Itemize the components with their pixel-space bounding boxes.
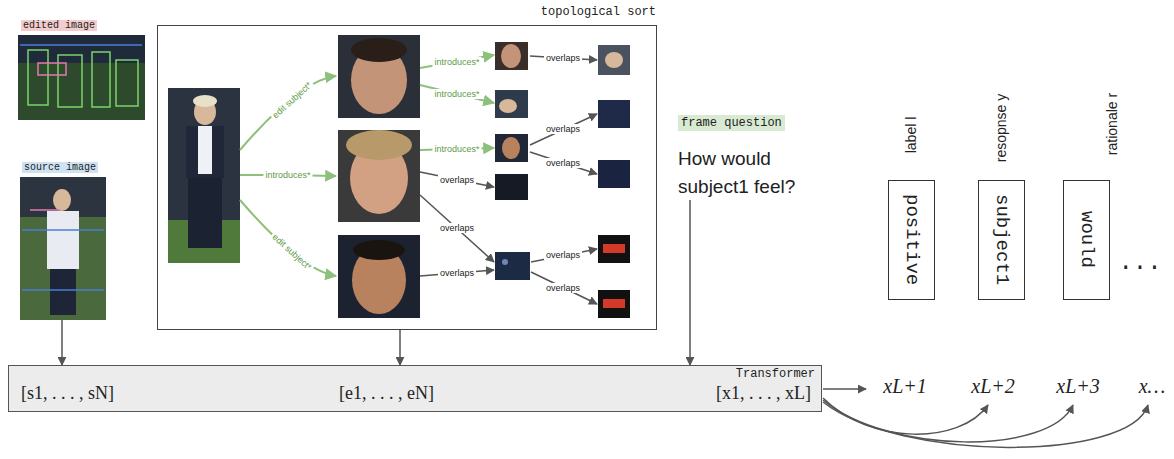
photo — [495, 90, 528, 118]
tree-arrow — [530, 114, 597, 145]
photo — [598, 100, 630, 128]
photo — [598, 290, 630, 318]
detection-box — [116, 60, 138, 106]
photo — [495, 174, 528, 200]
column-heading: rationale r — [1104, 93, 1120, 155]
token-symbol: x… — [1139, 375, 1166, 398]
photo — [495, 252, 530, 280]
connector-arrow — [689, 200, 691, 365]
edge-label: overlaps — [544, 53, 582, 63]
photo-head — [53, 189, 71, 211]
image-panel: edited image — [18, 35, 145, 120]
output-arrow — [823, 388, 866, 390]
edge-label: edit subject* — [269, 79, 315, 122]
photo-legs — [188, 178, 222, 248]
token-box: subject1 — [978, 180, 1025, 300]
photo-hair — [353, 240, 405, 260]
detection-box — [28, 50, 48, 105]
edge-label: overlaps — [438, 175, 476, 185]
edge-label: overlaps — [438, 223, 476, 233]
tree-arrow — [420, 172, 494, 187]
photo-detail — [502, 259, 508, 265]
node-text: Transformer — [736, 367, 815, 381]
tree-arrow — [240, 76, 336, 150]
photo — [495, 42, 528, 70]
column-heading: label l — [903, 117, 919, 154]
tree-arrow — [420, 195, 494, 262]
photo-scoreboard — [603, 299, 625, 308]
photo-hair — [351, 38, 407, 62]
node-text: would — [1076, 211, 1098, 268]
detection-line — [30, 209, 60, 211]
node-text: [s1, . . . , sN] — [21, 383, 114, 404]
edge-label: introduces* — [432, 89, 481, 99]
token-symbol: xL+1 — [883, 375, 927, 398]
photo — [20, 177, 106, 320]
ellipsis: ... — [1118, 249, 1161, 276]
node-text: topological sort — [541, 5, 656, 19]
photo-shirt — [47, 211, 79, 269]
node-text: edited image — [21, 20, 97, 31]
photo — [598, 160, 630, 188]
edge-label: introduces* — [432, 144, 481, 154]
edge-label: overlaps — [544, 124, 582, 134]
tree-arrow — [531, 272, 597, 304]
column-heading: resopnse y — [993, 94, 1009, 162]
node-text: frame question — [678, 115, 785, 131]
photo-hair — [193, 95, 217, 107]
edge-label: introduces* — [432, 57, 481, 67]
photo-hand — [605, 52, 623, 68]
photo — [168, 88, 240, 263]
photo-scoreboard — [603, 244, 625, 253]
connector-arrow — [61, 320, 63, 365]
image-panel: source image — [20, 177, 106, 320]
edge-label: overlaps — [544, 283, 582, 293]
feedback-arrow — [823, 402, 1148, 447]
token-box: positive — [888, 180, 935, 300]
photo — [338, 130, 420, 222]
node-text: How would subject1 feel? — [678, 145, 818, 200]
detection-line — [22, 229, 104, 231]
detection-box — [92, 52, 110, 107]
photo — [598, 45, 630, 75]
photo-shirt — [198, 126, 212, 174]
node-text: positive — [901, 194, 923, 285]
edge-label: overlaps — [544, 250, 582, 260]
token-box: would — [1063, 180, 1110, 300]
photo-legs — [50, 269, 76, 315]
token-symbol: xL+3 — [1056, 375, 1100, 398]
transformer-bar: Transformer [s1, . . . , sN] [e1, . . . , … — [8, 365, 822, 412]
photo-hair — [346, 130, 412, 160]
detection-line — [22, 289, 104, 291]
node-text: source image — [22, 162, 98, 173]
feedback-arrow — [823, 400, 1073, 442]
edge-label: edit subject* — [269, 231, 315, 274]
photo — [495, 134, 528, 162]
photo-face — [502, 137, 520, 159]
edge-label: introduces* — [263, 170, 312, 180]
node-text: [e1, . . . , eN] — [339, 383, 434, 404]
tree-arrow — [420, 85, 494, 103]
photo — [338, 235, 420, 318]
photo-face — [501, 44, 521, 68]
photo-jacket — [186, 126, 224, 178]
question-block: frame questionHow would subject1 feel? — [678, 112, 818, 200]
edge-label: overlaps — [438, 268, 476, 278]
detection-line — [20, 44, 142, 46]
photo — [18, 35, 145, 120]
node-text: [x1, . . . , xL] — [716, 383, 811, 404]
connector-arrow — [399, 330, 401, 365]
tree-arrow — [240, 200, 336, 276]
photo — [598, 235, 630, 263]
token-symbol: xL+2 — [971, 375, 1015, 398]
edge-label: overlaps — [544, 158, 582, 168]
tree-arrow — [420, 55, 494, 68]
photo — [338, 35, 420, 118]
tree-arrow — [531, 249, 597, 262]
tree-arrow — [530, 152, 597, 174]
photo-hand — [499, 99, 517, 113]
node-text: subject1 — [991, 194, 1013, 285]
detection-box — [38, 63, 66, 75]
